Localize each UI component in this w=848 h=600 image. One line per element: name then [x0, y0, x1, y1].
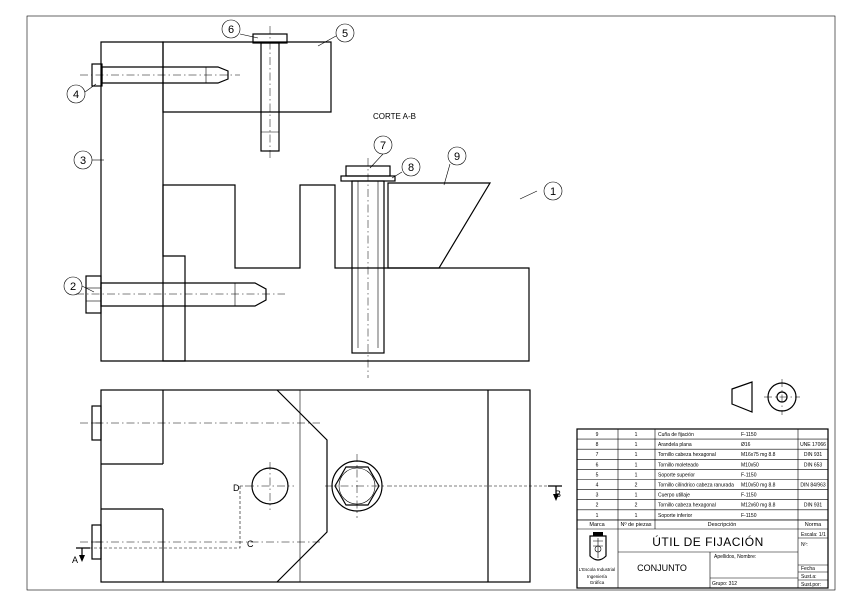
group-label: Grupo: 312 — [712, 581, 737, 587]
svg-text:7: 7 — [380, 140, 386, 152]
parts-cell-material: M10x50 — [741, 462, 759, 468]
svg-text:5: 5 — [342, 28, 348, 40]
school-name: L'Escola Industrial — [579, 567, 615, 572]
scale-label: Escala: 1/1 — [801, 532, 826, 538]
parts-cell-material: M12x60 mg 8.8 — [741, 503, 776, 509]
parts-cell-material: F-1150 — [741, 472, 757, 478]
parts-cell-mark: 2 — [596, 503, 599, 509]
parts-cell-mark: 6 — [596, 462, 599, 468]
parts-cell-desc: Arandela plana — [658, 442, 692, 448]
balloon-8: 8 — [391, 157, 421, 179]
parts-cell-desc: Tornillo cilíndrico cabeza ranurada — [658, 483, 734, 489]
parts-cell-qty: 1 — [635, 432, 638, 438]
balloon-2: 2 — [63, 276, 95, 296]
parts-cell-mark: 1 — [596, 513, 599, 519]
parts-cell-desc: Tornillo cabeza hexagonal — [658, 452, 716, 458]
parts-cell-norm: DIN 931 — [804, 503, 823, 509]
screw-4 — [80, 63, 240, 87]
subst-por-label: Sust.por: — [801, 582, 821, 588]
screw-7-plan — [325, 454, 390, 518]
parts-cell-mark: 8 — [596, 442, 599, 448]
drawing-title: ÚTIL DE FIJACIÓN — [652, 534, 764, 549]
parts-header-norm: Norma — [805, 522, 822, 528]
parts-cell-qty: 2 — [635, 483, 638, 489]
parts-cell-mark: 7 — [596, 452, 599, 458]
part-9-wedge — [387, 182, 492, 269]
parts-cell-mark: 4 — [596, 483, 599, 489]
balloon-7: 7 — [369, 135, 393, 169]
parts-cell-mark: 9 — [596, 432, 599, 438]
svg-text:2: 2 — [70, 281, 76, 293]
cutting-plane-line — [90, 485, 552, 549]
parts-cell-norm: DIN 931 — [804, 452, 823, 458]
parts-header-qty: Nº de piezas — [620, 521, 651, 528]
parts-cell-material: M10x50 mg 8.8 — [741, 483, 776, 489]
svg-text:6: 6 — [228, 24, 234, 36]
parts-cell-qty: 1 — [635, 452, 638, 458]
balloon-1: 1 — [519, 181, 563, 201]
number-label: Nº: — [801, 542, 808, 548]
parts-cell-norm: DIN 653 — [804, 462, 823, 468]
parts-cell-desc: Soporte superior — [658, 472, 695, 478]
parts-cell-qty: 1 — [635, 472, 638, 478]
parts-cell-material: Ø16 — [741, 442, 751, 448]
parts-cell-norm: DIN 84/963 — [800, 483, 826, 489]
balloon-5: 5 — [317, 23, 355, 47]
section-mark-d: D — [233, 483, 240, 493]
part-5-upper-support — [162, 41, 332, 113]
parts-cell-desc: Tornillo cabeza hexagonal — [658, 503, 716, 509]
parts-cell-qty: 1 — [635, 442, 638, 448]
school-crest-icon — [589, 532, 607, 561]
parts-cell-qty: 1 — [635, 462, 638, 468]
balloon-6: 6 — [221, 19, 259, 39]
svg-text:4: 4 — [73, 89, 79, 101]
dept-line-2: Gráfica — [590, 580, 605, 585]
section-mark-c: C — [247, 539, 254, 549]
parts-cell-material: F-1150 — [741, 493, 757, 499]
parts-cell-material: F-1150 — [741, 513, 757, 519]
part-1-lower-support — [162, 184, 530, 362]
svg-text:1: 1 — [550, 186, 556, 198]
parts-cell-desc: Cuña de fijación — [658, 432, 694, 438]
parts-cell-desc: Soporte inferior — [658, 513, 693, 519]
parts-cell-material: F-1150 — [741, 432, 757, 438]
balloon-9: 9 — [443, 146, 467, 186]
dept-line-1: Ingeniería — [587, 574, 608, 579]
parts-header-mark: Marca — [589, 522, 605, 528]
svg-text:8: 8 — [408, 162, 414, 174]
part-3-body — [100, 41, 186, 362]
names-label: Apellidos, Nombre: — [714, 554, 756, 560]
parts-cell-qty: 1 — [635, 513, 638, 519]
parts-cell-desc: Cuerpo utillaje — [658, 493, 690, 499]
section-mark-a: A — [72, 555, 78, 565]
section-view: CORTE A-B 1 2 3 4 5 — [63, 19, 563, 378]
screw-7 — [340, 158, 396, 378]
parts-cell-qty: 1 — [635, 493, 638, 499]
screw-6 — [252, 26, 288, 160]
parts-cell-qty: 2 — [635, 503, 638, 509]
section-label: CORTE A-B — [373, 112, 416, 121]
parts-cell-mark: 5 — [596, 472, 599, 478]
date-label: Fecha — [801, 566, 815, 572]
parts-header-desc: Descripción — [708, 522, 737, 528]
screw-2 — [76, 275, 285, 314]
subst-a-label: Sust.a: — [801, 574, 817, 580]
balloon-4: 4 — [66, 83, 97, 104]
projection-symbol — [731, 379, 800, 415]
parts-cell-desc: Tornillo moleteado — [658, 462, 699, 468]
svg-text:3: 3 — [80, 155, 86, 167]
plan-view: A B C D — [72, 389, 562, 583]
parts-cell-mark: 3 — [596, 493, 599, 499]
section-mark-b: B — [555, 489, 561, 499]
parts-cell-material: M16x75 mg 8.8 — [741, 452, 776, 458]
drawing-subtitle: CONJUNTO — [637, 563, 687, 573]
balloon-3: 3 — [73, 150, 104, 170]
svg-text:9: 9 — [454, 151, 460, 163]
sheet-border — [26, 15, 836, 591]
parts-cell-norm: UNE 17066 — [800, 442, 826, 448]
